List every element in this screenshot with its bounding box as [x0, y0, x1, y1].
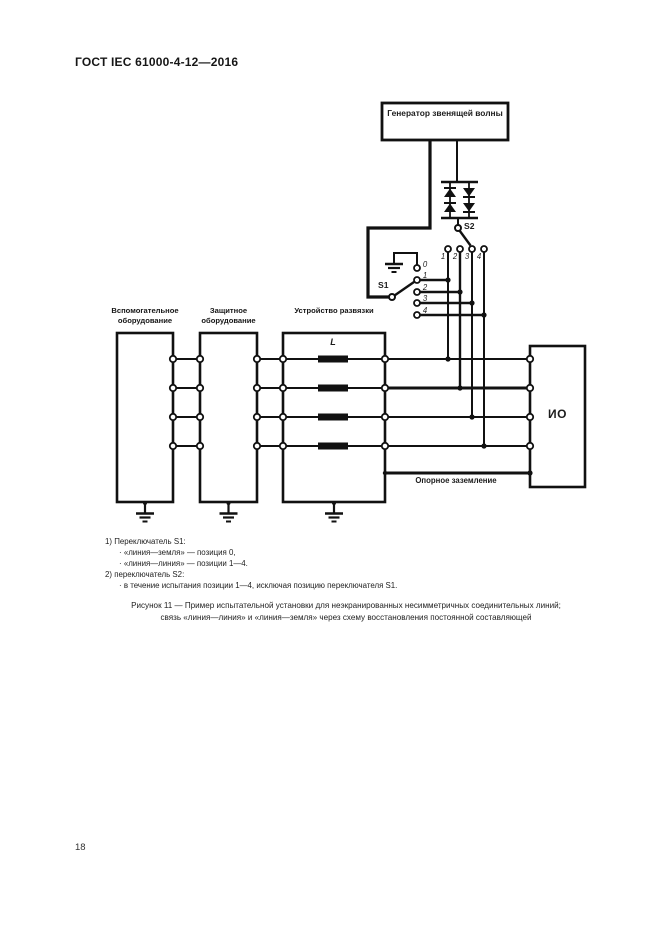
figure-notes: 1) Переключатель S1: · «линия—земля» — п…: [105, 536, 585, 591]
document-header: ГОСТ IEC 61000-4-12—2016: [75, 55, 239, 69]
s1-contact-label-4: 4: [422, 306, 428, 315]
aux-equipment-label: Вспомогательное оборудование: [111, 306, 179, 325]
s1-contact-label-3: 3: [422, 294, 428, 303]
note-item-2-sub-1: · в течение испытания позиции 1—4, исклю…: [119, 581, 398, 591]
protective-equipment-box: [198, 331, 259, 504]
circuit-wiring: [115, 101, 587, 523]
earth-symbol-protective: [219, 501, 238, 523]
s1-contact-label-0: 0: [422, 260, 428, 269]
decoupling-device-label: Устройство развязки: [294, 306, 374, 315]
note-item-1: 1) Переключатель S1:: [105, 537, 186, 546]
s2-contact-label-2: 2: [452, 252, 458, 261]
s1-contact-label-2: 2: [422, 283, 428, 292]
switch-s2: [444, 224, 488, 253]
earth-symbol-decoupling: [325, 501, 343, 523]
inductors: [318, 355, 348, 450]
s2-contact-label-4: 4: [476, 252, 482, 261]
earth-symbol-aux: [136, 501, 154, 523]
generator-left-feed-wire: [366, 140, 432, 299]
page-number: 18: [75, 842, 86, 853]
s2-contact-label-1: 1: [440, 252, 446, 261]
switch-s1: [385, 252, 421, 319]
s1-contact-wires: [420, 278, 484, 317]
diode-network: [441, 180, 478, 225]
figure-caption: Рисунок 11 — Пример испытательной устано…: [66, 600, 626, 624]
aux-equipment-box: [115, 331, 175, 504]
generator-label: Генератор звенящей волны: [387, 108, 503, 118]
generator-box: [380, 101, 510, 142]
inductor-label: L: [330, 337, 336, 347]
s2-contact-label-3: 3: [464, 252, 470, 261]
switch-s1-label: S1: [378, 280, 389, 290]
s1-contact-label-1: 1: [422, 271, 428, 280]
note-item-1-sub-1: · «линия—земля» — позиция 0,: [119, 548, 236, 558]
figure-caption-line-1: Рисунок 11 — Пример испытательной устано…: [131, 601, 561, 610]
note-item-1-sub-2: · «линия—линия» — позиции 1—4.: [119, 559, 248, 569]
note-item-2: 2) переключатель S2:: [105, 570, 185, 580]
eut-label: ИО: [548, 407, 567, 421]
switch-s2-label: S2: [464, 221, 475, 231]
protective-equipment-label: Защитное оборудование: [201, 306, 256, 325]
terminal-circles: [168, 354, 535, 451]
signal-lines: [173, 358, 530, 447]
figure-caption-line-2: связь «линия—линия» и «линия—земля» чере…: [160, 612, 532, 622]
reference-ground-label: Опорное заземление: [415, 476, 497, 485]
